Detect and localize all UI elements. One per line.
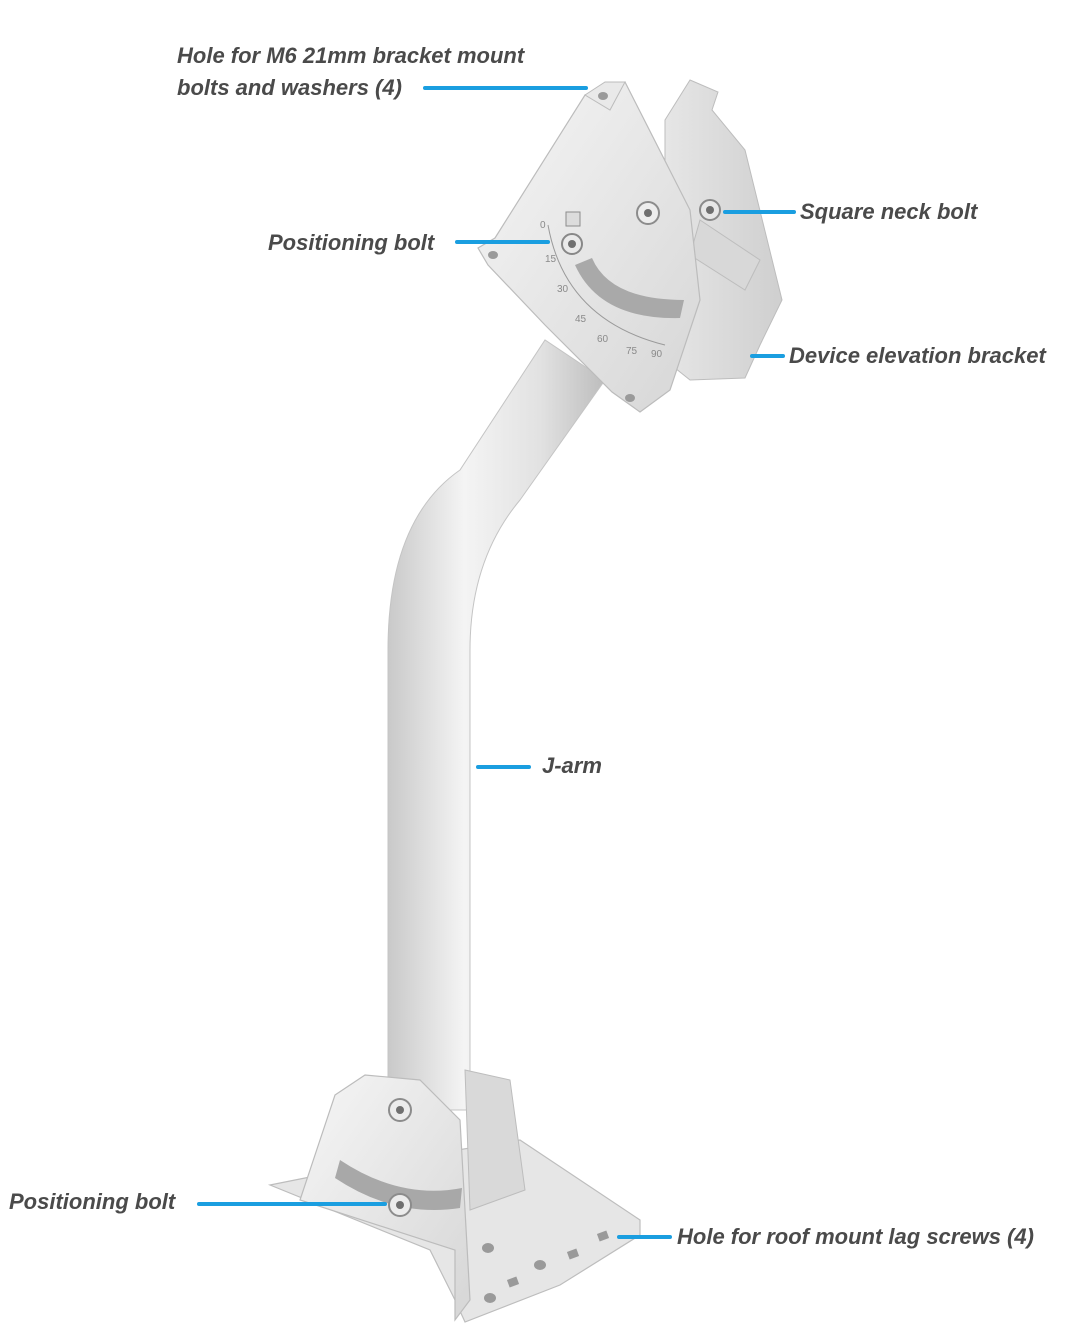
leader-device-elevation-bracket	[750, 354, 785, 358]
leader-positioning-bolt-top	[455, 240, 550, 244]
scale-mark: 0	[540, 220, 546, 231]
scale-mark: 45	[575, 314, 587, 325]
j-arm	[387, 339, 606, 1111]
top-mount-plate: 0 15 30 45 60 75 90	[477, 81, 721, 413]
scale-mark: 15	[545, 254, 557, 265]
label-positioning-bolt-bottom: Positioning bolt	[9, 1189, 176, 1214]
positioning-bolt-top-icon	[561, 211, 583, 255]
m6-mount-hole	[598, 92, 608, 100]
label-hole-m6-line2: bolts and washers (4)	[177, 75, 402, 100]
scale-mark: 90	[651, 349, 663, 360]
scale-mark: 60	[597, 334, 609, 345]
leader-roof-mount-holes	[617, 1235, 672, 1239]
roof-base-bracket	[267, 1069, 641, 1323]
scale-mark: 30	[557, 284, 569, 295]
label-hole-m6-line1: Hole for M6 21mm bracket mount	[177, 43, 525, 68]
label-positioning-bolt-top: Positioning bolt	[268, 230, 435, 255]
label-j-arm: J-arm	[542, 753, 602, 778]
leader-square-neck-bolt	[723, 210, 796, 214]
scale-mark: 75	[626, 346, 638, 357]
label-hole-roof-mount: Hole for roof mount lag screws (4)	[677, 1224, 1034, 1249]
lag-screw-holes	[482, 1230, 610, 1303]
leader-hole-m6	[423, 86, 588, 90]
label-device-elevation-bracket: Device elevation bracket	[789, 343, 1046, 368]
label-square-neck-bolt: Square neck bolt	[800, 199, 978, 224]
positioning-bolt-bottom-icon	[388, 1193, 412, 1217]
m6-mount-hole	[625, 394, 635, 402]
leader-j-arm	[476, 765, 531, 769]
square-neck-bolt-icon	[699, 199, 721, 221]
leader-positioning-bolt-bottom	[197, 1202, 387, 1206]
m6-mount-hole	[488, 251, 498, 259]
